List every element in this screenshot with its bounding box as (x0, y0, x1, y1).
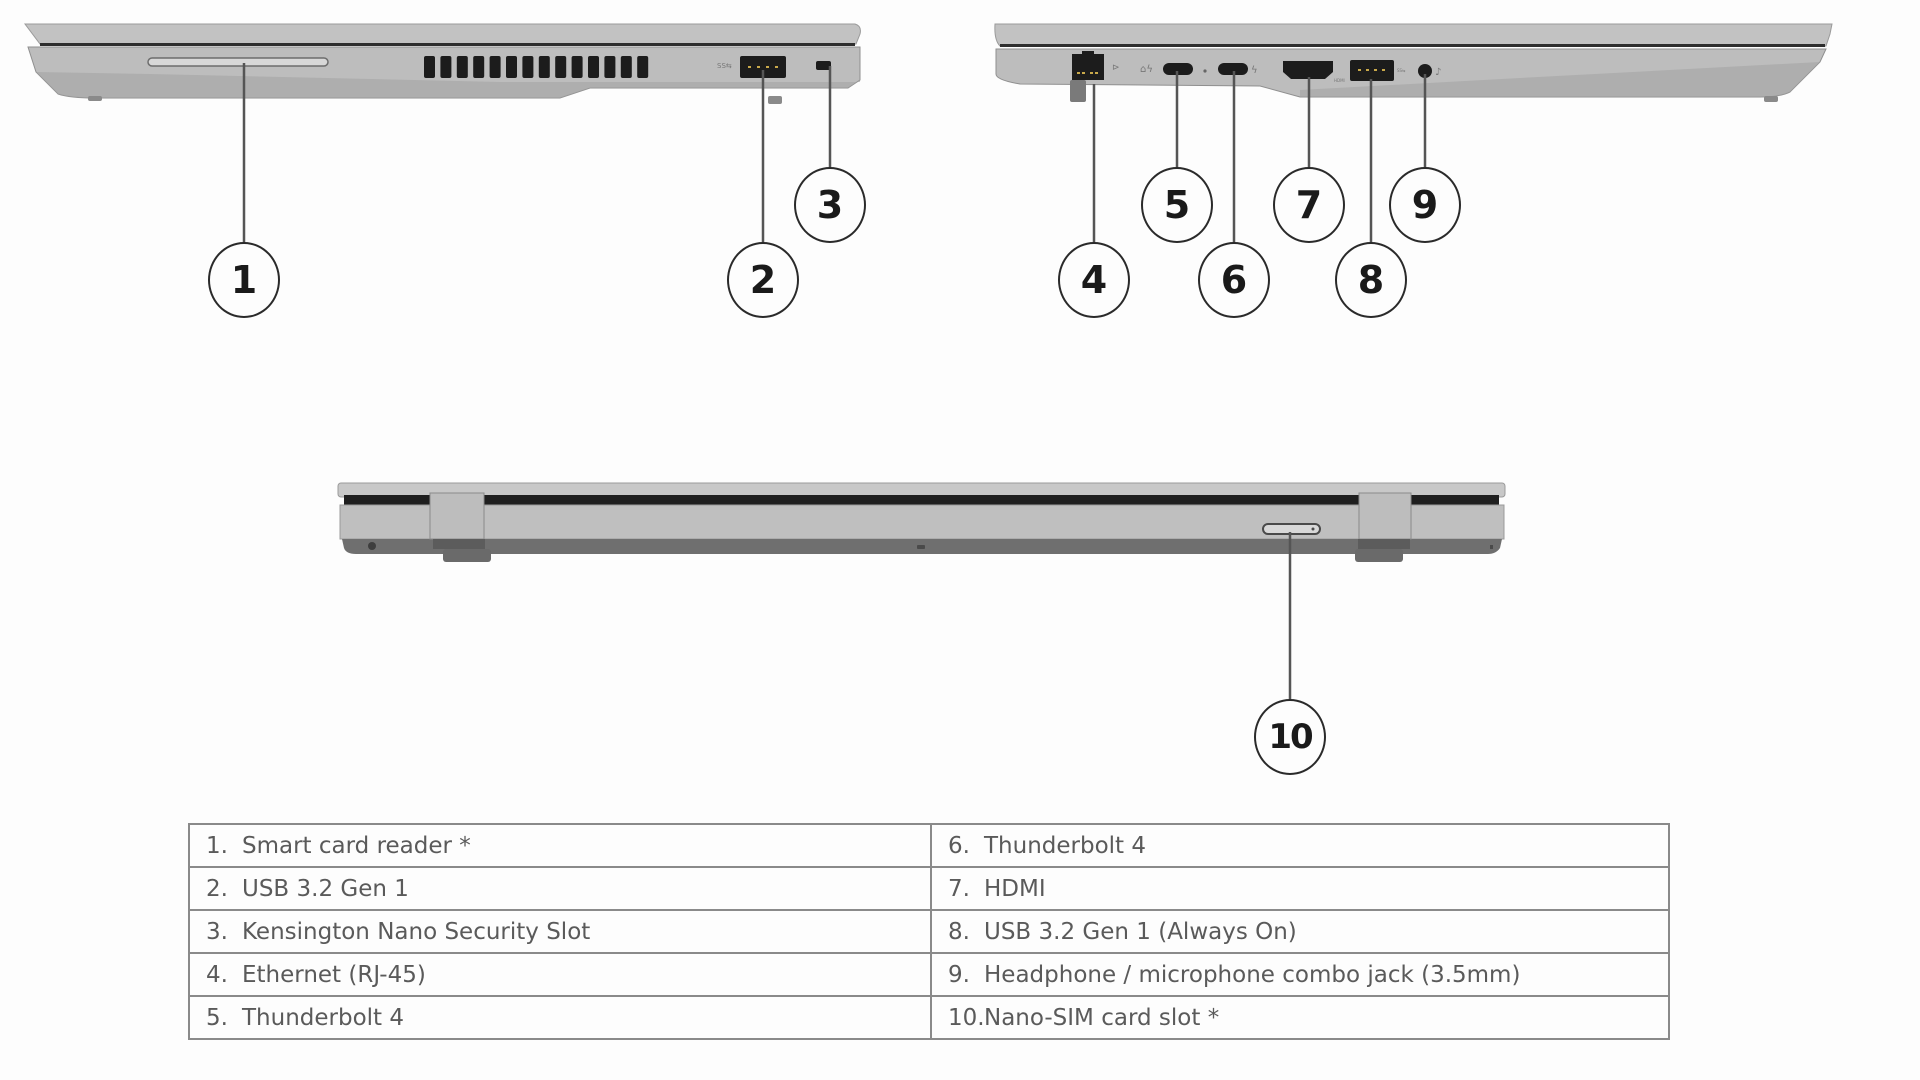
smart-card-reader (147, 57, 329, 67)
port-legend-table: 1.Smart card reader * 6.Thunderbolt 4 2.… (188, 823, 1670, 1040)
callout-6: 6 (1198, 242, 1270, 318)
callout-7: 7 (1273, 167, 1345, 243)
rear-screw-left (368, 542, 376, 550)
vent-slat (604, 56, 616, 78)
left-lid-gap (40, 43, 855, 46)
svg-text:HDMI: HDMI (1334, 78, 1345, 83)
legend-item-7: 7.HDMI (930, 866, 1670, 911)
vent-grille (424, 56, 649, 78)
thunderbolt-port-2 (1218, 63, 1248, 75)
vent-slat (538, 56, 550, 78)
legend-item-3: 3.Kensington Nano Security Slot (188, 909, 932, 954)
legend-item-4: 4.Ethernet (RJ-45) (188, 952, 932, 997)
vent-slat (620, 56, 632, 78)
left-hinge-foot (443, 549, 491, 562)
nano-sim-slot (1262, 523, 1321, 535)
callout-2: 2 (727, 242, 799, 318)
left-lid (24, 23, 861, 45)
svg-text:SS⇆: SS⇆ (717, 62, 732, 70)
callout-9: 9 (1389, 167, 1461, 243)
vent-slat (424, 56, 435, 78)
vent-slat (473, 56, 485, 78)
legend-item-6: 6.Thunderbolt 4 (930, 823, 1670, 868)
table-row: 5.Thunderbolt 4 10.Nano-SIM card slot * (188, 995, 1670, 1040)
vent-slat (637, 56, 649, 78)
callout-4: 4 (1058, 242, 1130, 318)
legend-item-8: 8.USB 3.2 Gen 1 (Always On) (930, 909, 1670, 954)
right-lid-gap (1000, 44, 1825, 47)
vent-slat (555, 56, 567, 78)
vent-slat (522, 56, 534, 78)
table-row: 2.USB 3.2 Gen 1 7.HDMI (188, 866, 1670, 911)
vent-slat (456, 56, 468, 78)
legend-item-2: 2.USB 3.2 Gen 1 (188, 866, 932, 911)
rear-lid-gap (344, 495, 1499, 505)
right-hinge-foot (1355, 549, 1403, 562)
vent-slat (571, 56, 583, 78)
left-foot-right (768, 96, 782, 104)
svg-text:SS⇆: SS⇆ (1397, 68, 1406, 73)
right-lid (994, 23, 1833, 47)
table-row: 1.Smart card reader * 6.Thunderbolt 4 (188, 823, 1670, 868)
right-foot (1764, 96, 1778, 102)
usb-a-always-on-port (1350, 60, 1394, 81)
audio-jack (1418, 64, 1432, 78)
svg-text:♪: ♪ (1435, 67, 1441, 78)
vent-slat (588, 56, 599, 78)
legend-item-1: 1.Smart card reader * (188, 823, 932, 868)
table-row: 4.Ethernet (RJ-45) 9.Headphone / microph… (188, 952, 1670, 997)
right-hinge (1358, 492, 1412, 540)
legend-item-10: 10.Nano-SIM card slot * (930, 995, 1670, 1040)
thunderbolt-port-1 (1163, 63, 1193, 75)
svg-text:⌂ϟ: ⌂ϟ (1140, 64, 1153, 75)
table-row: 3.Kensington Nano Security Slot 8.USB 3.… (188, 909, 1670, 954)
legend-item-5: 5.Thunderbolt 4 (188, 995, 932, 1040)
security-slot (816, 61, 831, 70)
callout-5: 5 (1141, 167, 1213, 243)
rear-base (339, 504, 1505, 540)
hdmi-port (1283, 61, 1333, 79)
rear-vent-mark (917, 545, 925, 549)
callout-10: 10 (1254, 699, 1326, 775)
usb-a-port (740, 56, 786, 78)
vent-slat (440, 56, 452, 78)
vent-slat (506, 56, 517, 78)
rear-lid (337, 482, 1506, 498)
svg-text:ϟ: ϟ (1251, 65, 1258, 76)
left-hinge (429, 492, 485, 540)
svg-text:⊳: ⊳ (1112, 63, 1120, 73)
left-foot (88, 96, 102, 101)
callout-3: 3 (794, 167, 866, 243)
legend-item-9: 9.Headphone / microphone combo jack (3.5… (930, 952, 1670, 997)
vent-slat (489, 56, 501, 78)
callout-1: 1 (208, 242, 280, 318)
callout-8: 8 (1335, 242, 1407, 318)
